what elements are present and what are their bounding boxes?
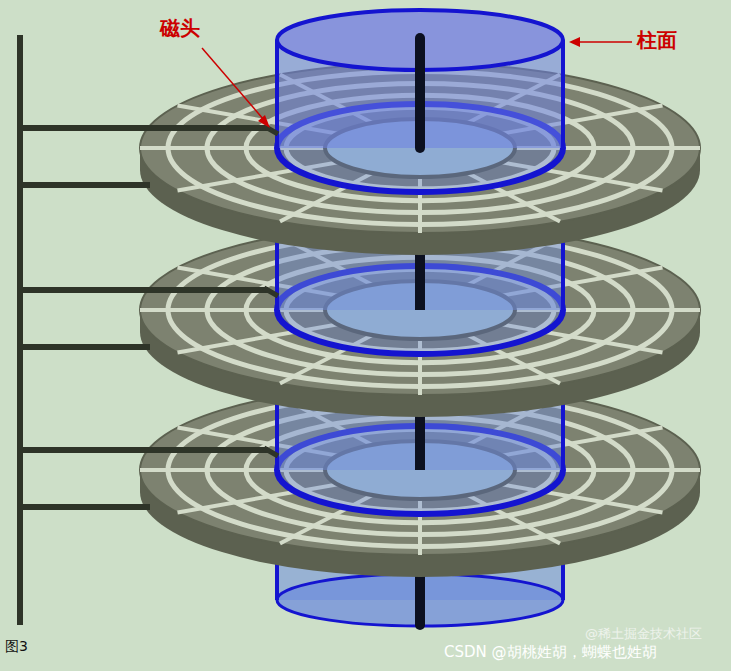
watermark: CSDN @胡桃姓胡，蝴蝶也姓胡 [444,643,657,661]
watermark: @稀土掘金技术社区 [585,626,702,642]
cylinder-label: 柱面 [637,28,677,52]
head-label: 磁头 [160,16,200,40]
figure-caption: 图3 [5,638,28,655]
